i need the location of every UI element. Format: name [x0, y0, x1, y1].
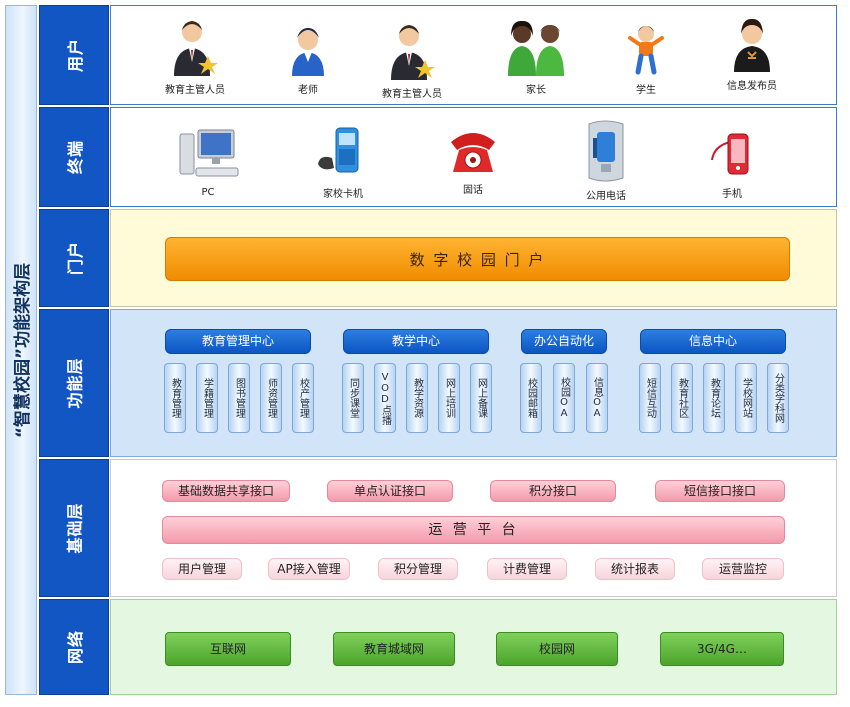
- public-phone-icon: [588, 120, 624, 182]
- card-phone-icon: [318, 127, 359, 173]
- group-office-automation: 办公自动化: [521, 329, 607, 354]
- func-edu-community[interactable]: 教育社区: [671, 363, 693, 433]
- terminal-mobile: 手机: [702, 130, 762, 200]
- network-edu-metro[interactable]: 教育城域网: [333, 632, 455, 666]
- network-3g-4g[interactable]: 3G/4G…: [660, 632, 784, 666]
- layer-label-portal: 门户: [39, 209, 109, 307]
- user-parents: 家长: [498, 18, 574, 96]
- func-vod[interactable]: VOD点播: [374, 363, 396, 433]
- func-edu-forum[interactable]: 教育论坛: [703, 363, 725, 433]
- group-edu-mgmt-center: 教育管理中心: [165, 329, 311, 354]
- business-person-icon: [391, 25, 435, 80]
- terminal-public-phone: 公用电话: [576, 118, 636, 202]
- func-sync-classroom[interactable]: 同步课堂: [342, 363, 364, 433]
- publisher-icon: [734, 18, 770, 72]
- network-campus[interactable]: 校园网: [496, 632, 618, 666]
- func-edu-management[interactable]: 教育管理: [164, 363, 186, 433]
- landline-phone-icon: [451, 133, 495, 172]
- terminal-landline: 固话: [438, 124, 508, 196]
- func-campus-oa[interactable]: 校园OA: [553, 363, 575, 433]
- module-points-management[interactable]: 积分管理: [378, 558, 458, 580]
- func-campus-mail[interactable]: 校园邮箱: [520, 363, 542, 433]
- user-student: 学生: [616, 22, 676, 96]
- layer-label-function: 功能层: [39, 309, 109, 457]
- module-user-management[interactable]: 用户管理: [162, 558, 242, 580]
- func-subject-network[interactable]: 分类学科网: [767, 363, 789, 433]
- func-teaching-resources[interactable]: 教学资源: [406, 363, 428, 433]
- mobile-phone-icon: [711, 133, 749, 175]
- user-info-publisher: 信息发布员: [712, 18, 792, 92]
- func-student-records[interactable]: 学籍管理: [196, 363, 218, 433]
- title-bar: [5, 5, 37, 695]
- group-info-center: 信息中心: [640, 329, 786, 354]
- interface-sso[interactable]: 单点认证接口: [327, 480, 453, 502]
- layer-label-terminal: 终端: [39, 107, 109, 207]
- teacher-icon: [292, 28, 324, 76]
- pc-icon: [179, 129, 239, 177]
- func-library-management[interactable]: 图书管理: [228, 363, 250, 433]
- terminal-school-card-machine: 家校卡机: [308, 124, 378, 200]
- module-statistics[interactable]: 统计报表: [595, 558, 675, 580]
- operation-platform[interactable]: 运 营 平 台: [162, 516, 785, 544]
- func-faculty-management[interactable]: 师资管理: [260, 363, 282, 433]
- user-education-admin-1: 教育主管人员: [155, 18, 235, 96]
- layer-label-base: 基础层: [39, 459, 109, 597]
- func-school-website[interactable]: 学校网站: [735, 363, 757, 433]
- terminal-pc: PC: [170, 124, 246, 198]
- interface-points[interactable]: 积分接口: [490, 480, 616, 502]
- portal-banner[interactable]: 数 字 校 园 门 户: [165, 237, 790, 281]
- business-person-icon: [174, 21, 218, 76]
- interface-sms[interactable]: 短信接口接口: [655, 480, 785, 502]
- interface-basic-data-sharing[interactable]: 基础数据共享接口: [162, 480, 290, 502]
- student-icon: [628, 26, 664, 75]
- layer-label-network: 网络: [39, 599, 109, 695]
- module-ap-access[interactable]: AP接入管理: [268, 558, 350, 580]
- network-internet[interactable]: 互联网: [165, 632, 291, 666]
- module-billing[interactable]: 计费管理: [487, 558, 567, 580]
- user-teacher: 老师: [278, 18, 338, 96]
- func-info-oa[interactable]: 信息OA: [586, 363, 608, 433]
- layer-label-user: 用户: [39, 5, 109, 105]
- func-asset-management[interactable]: 校产管理: [292, 363, 314, 433]
- user-education-admin-2: 教育主管人员: [372, 22, 452, 100]
- module-monitoring[interactable]: 运营监控: [702, 558, 784, 580]
- func-online-lesson-prep[interactable]: 网上备课: [470, 363, 492, 433]
- user-row: [110, 5, 837, 105]
- parents-icon: [508, 20, 564, 76]
- func-sms-interaction[interactable]: 短信互动: [639, 363, 661, 433]
- group-teaching-center: 教学中心: [343, 329, 489, 354]
- diagram-title: “智慧校园”功能架构层: [13, 262, 34, 438]
- func-online-training[interactable]: 网上培训: [438, 363, 460, 433]
